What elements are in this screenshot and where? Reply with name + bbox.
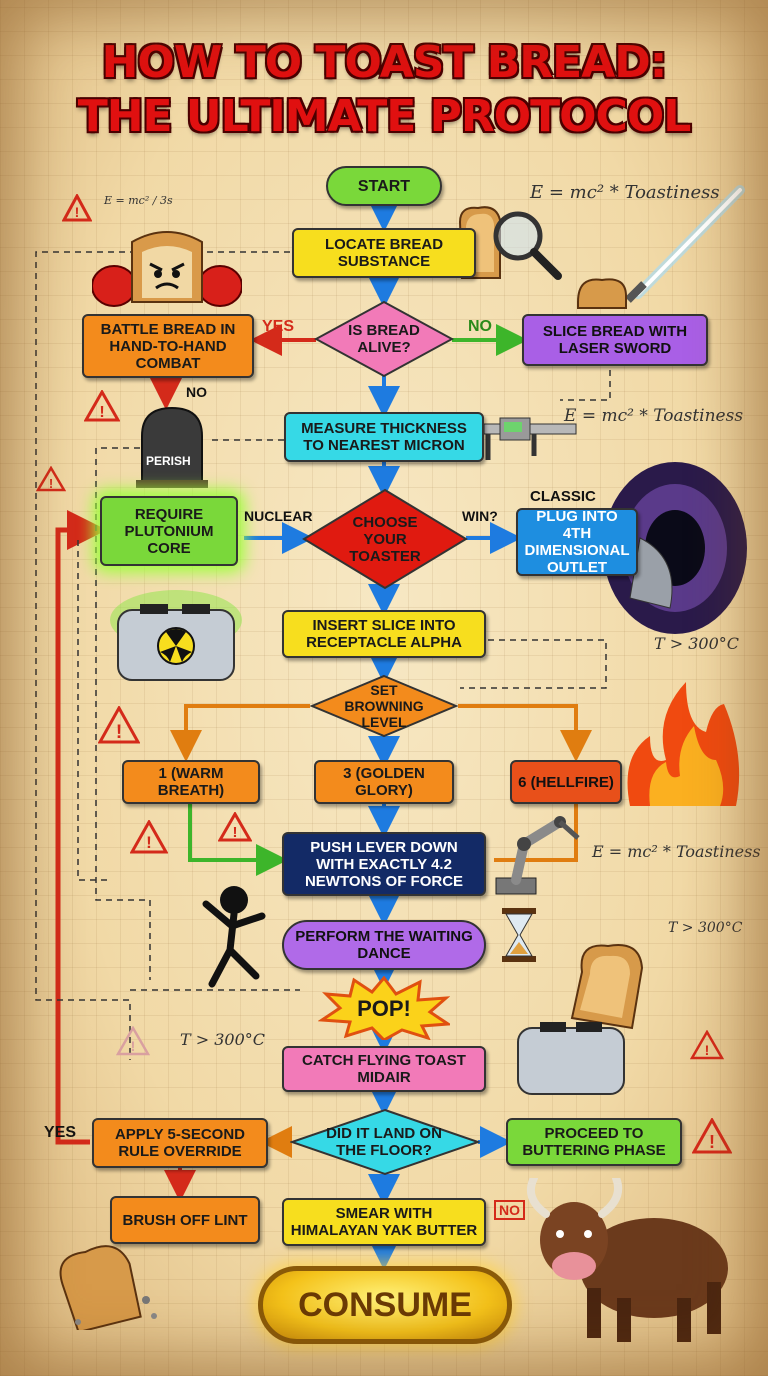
svg-text:!: !: [75, 204, 80, 220]
battle-bread-node[interactable]: BATTLE BREAD IN HAND-TO-HAND COMBAT: [82, 314, 254, 378]
warning-icon: !: [116, 1026, 150, 1056]
svg-text:!: !: [233, 824, 238, 841]
no-label: NO: [186, 384, 207, 400]
consume-node[interactable]: CONSUME: [258, 1266, 512, 1344]
proceed-buttering-node[interactable]: PROCEED TO BUTTERING PHASE: [506, 1118, 682, 1166]
svg-text:!: !: [131, 1038, 136, 1054]
warning-icon: !: [98, 706, 140, 744]
yes-label: YES: [44, 1124, 77, 1141]
title-line-2: THE ULTIMATE PROTOCOL: [77, 91, 692, 142]
temperature-annotation: T > 300°C: [654, 634, 740, 653]
warning-icon: !: [62, 194, 92, 222]
hellfire-flames-illustration: [627, 682, 740, 806]
win-label: WIN?: [462, 508, 498, 524]
choose-toaster-decision[interactable]: CHOOSE YOUR TOASTER: [349, 513, 421, 565]
locate-bread-node[interactable]: LOCATE BREAD SUBSTANCE: [292, 228, 476, 278]
svg-text:!: !: [116, 722, 122, 743]
push-lever-node[interactable]: PUSH LEVER DOWN WITH EXACTLY 4.2 NEWTONS…: [282, 832, 486, 896]
laser-sword-illustration: [577, 185, 745, 309]
lint-toast-illustration: [59, 1245, 157, 1330]
svg-text:!: !: [146, 833, 152, 852]
is-bread-alive-decision[interactable]: IS BREAD ALIVE?: [348, 322, 420, 356]
caliper-illustration: [483, 417, 577, 460]
five-second-rule-node[interactable]: APPLY 5-SECOND RULE OVERRIDE: [92, 1118, 268, 1168]
nuclear-toaster-illustration: [110, 590, 242, 681]
waiting-dance-node[interactable]: PERFORM THE WAITING DANCE: [282, 920, 486, 970]
equation-annotation: E = mc² / 3s: [104, 194, 173, 207]
insert-slice-node[interactable]: INSERT SLICE INTO RECEPTACLE ALPHA: [282, 610, 486, 658]
hourglass-icon: [502, 908, 536, 962]
yak-butter-node[interactable]: SMEAR WITH HIMALAYAN YAK BUTTER: [282, 1198, 486, 1246]
brush-off-lint-node[interactable]: BRUSH OFF LINT: [110, 1196, 260, 1244]
no-label: NO: [494, 1200, 525, 1220]
svg-text:!: !: [49, 476, 53, 491]
warning-icon: !: [218, 812, 252, 842]
svg-text:!: !: [99, 404, 104, 421]
warning-icon: !: [130, 820, 168, 854]
plutonium-core-node[interactable]: REQUIRE PLUTONIUM CORE: [100, 496, 238, 566]
temperature-annotation: T > 300°C: [180, 1030, 266, 1049]
himalayan-yak-illustration: [527, 1178, 728, 1342]
browning-level-diamond: [310, 674, 458, 738]
warning-icon: !: [36, 466, 66, 492]
angry-bread-boxer-illustration: [92, 231, 242, 307]
classic-label: CLASSIC: [530, 488, 596, 505]
browning-level-3-node[interactable]: 3 (GOLDEN GLORY): [314, 760, 454, 804]
warning-icon: !: [692, 1118, 732, 1154]
start-node[interactable]: START: [326, 166, 442, 206]
catch-toast-node[interactable]: CATCH FLYING TOAST MIDAIR: [282, 1046, 486, 1092]
equation-annotation: E = mc² * Toastiness: [592, 842, 761, 861]
warning-icon: !: [84, 390, 120, 422]
robot-arm-illustration: [495, 816, 580, 895]
title-line-1: HOW TO TOAST BREAD:: [101, 37, 668, 88]
svg-text:!: !: [705, 1042, 710, 1058]
dimensional-outlet-node[interactable]: PLUG INTO 4TH DIMENSIONAL OUTLET: [516, 508, 638, 576]
yes-label: YES: [262, 318, 295, 335]
nuclear-label: NUCLEAR: [244, 508, 313, 524]
browning-level-1-node[interactable]: 1 (WARM BREATH): [122, 760, 260, 804]
equation-annotation: E = mc² * Toastiness: [530, 182, 720, 203]
temperature-annotation: T > 300°C: [668, 920, 743, 936]
landed-on-floor-diamond: [290, 1108, 480, 1176]
svg-text:!: !: [709, 1132, 715, 1152]
browning-level-6-node[interactable]: 6 (HELLFIRE): [510, 760, 622, 804]
pop-label: POP!: [357, 995, 411, 1021]
dancing-stick-figure-illustration: [202, 886, 266, 988]
landed-on-floor-decision[interactable]: DID IT LAND ON THE FLOOR?: [326, 1125, 442, 1159]
choose-toaster-diamond: [302, 488, 468, 590]
wormhole-outlet-illustration: [603, 462, 747, 634]
browning-level-decision[interactable]: SET BROWNING LEVEL: [344, 682, 424, 730]
equation-annotation: E = mc² * Toastiness: [564, 406, 744, 426]
is-bread-alive-diamond: [314, 300, 454, 378]
tombstone-illustration: [136, 406, 208, 488]
measure-thickness-node[interactable]: MEASURE THICKNESS TO NEAREST MICRON: [284, 412, 484, 462]
no-label: NO: [468, 318, 492, 335]
pop-burst-shape: [318, 976, 450, 1040]
warning-icon: !: [690, 1030, 724, 1060]
perish-label: PERISH: [146, 454, 191, 468]
laser-sword-node[interactable]: SLICE BREAD WITH LASER SWORD: [522, 314, 708, 366]
popping-toaster-illustration: [517, 944, 644, 1095]
